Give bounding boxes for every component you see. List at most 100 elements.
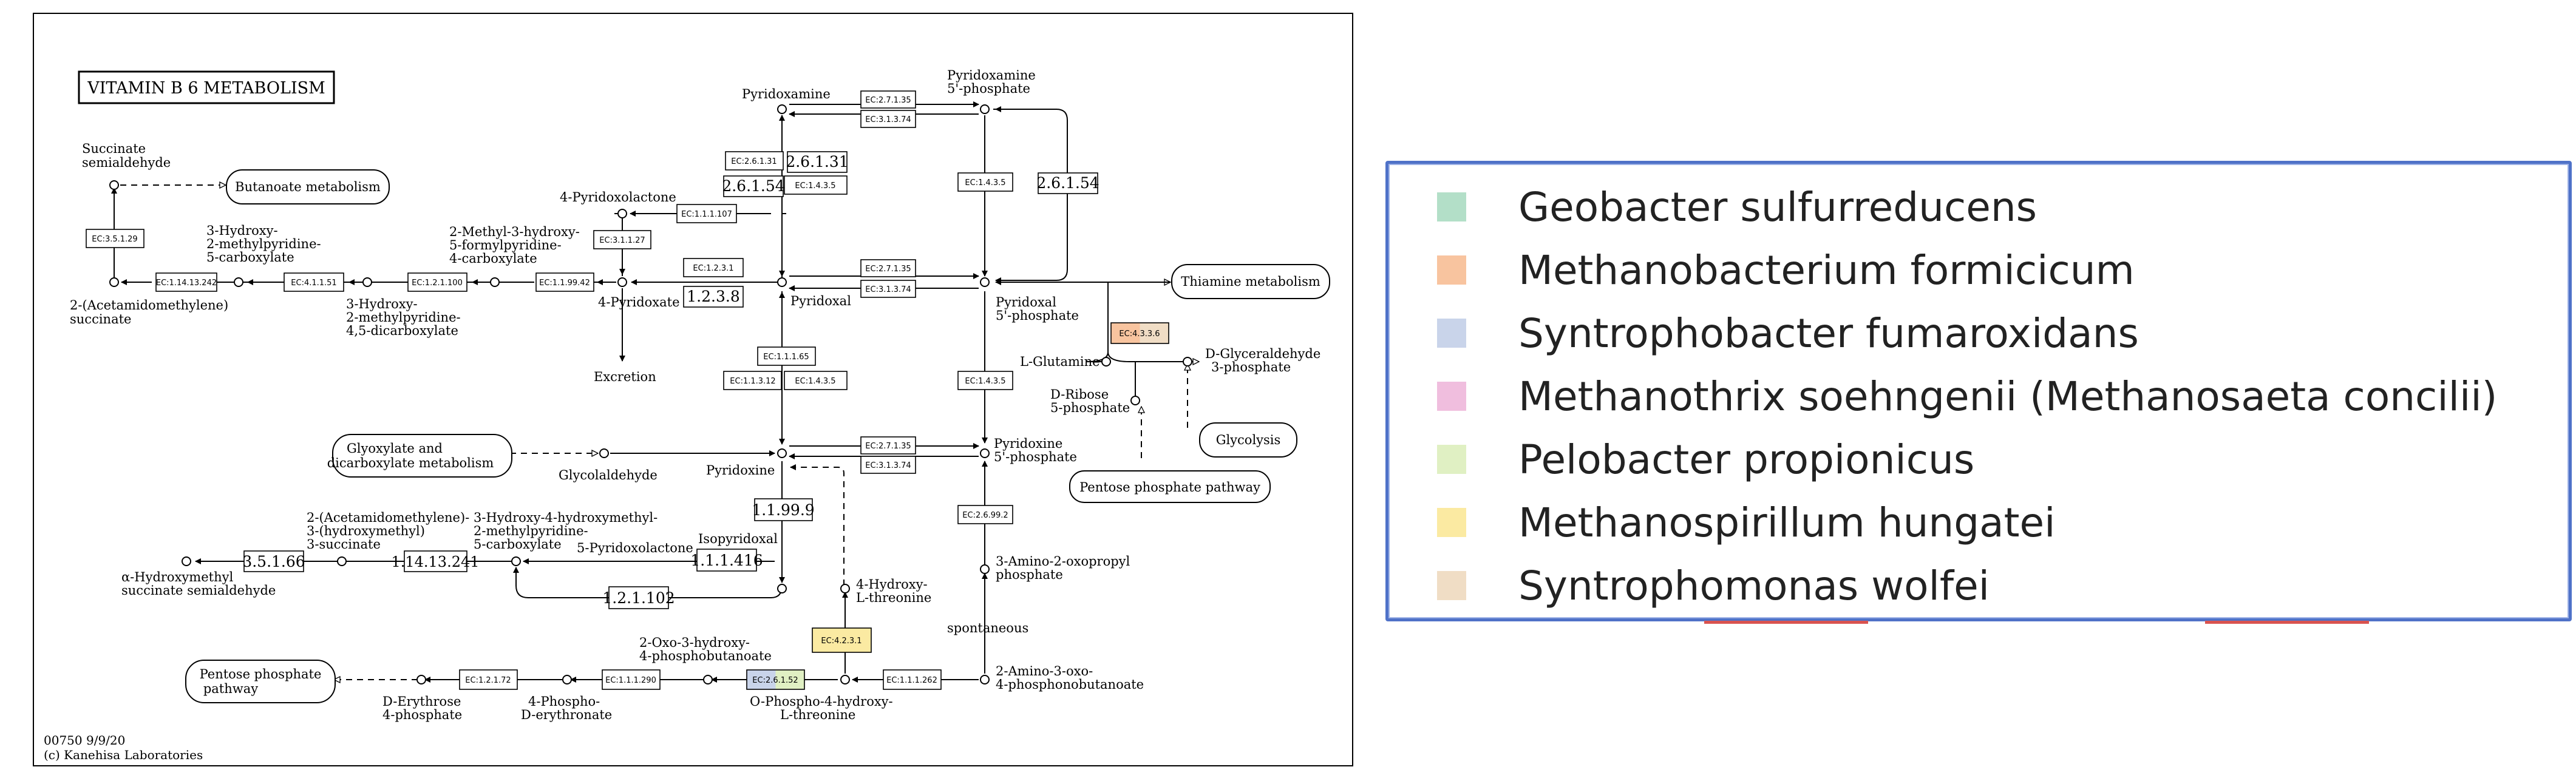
enzyme-1-1-99-42[interactable]: EC:1.1.99.42 [539, 279, 590, 288]
enzyme-1-2-1-100[interactable]: EC:1.2.1.100 [412, 279, 463, 288]
cpd-l-glutamine[interactable]: L-Glutamine [1020, 354, 1100, 369]
cpd-phospho-hydroxy-threonine-1[interactable]: O-Phospho-4-hydroxy- [750, 694, 893, 709]
enzyme-3-1-3-74-b[interactable]: EC:3.1.3.74 [865, 285, 911, 294]
pathway-ppp-left-2[interactable]: pathway [203, 681, 258, 696]
enzyme-1-1-3-12[interactable]: EC:1.1.3.12 [730, 377, 775, 386]
cpd-acetamidomethylene-hm-succinate-1[interactable]: 2-(Acetamidomethylene)- [307, 510, 469, 525]
cpd-acetamidomethylene-hm-succinate-3[interactable]: 3-succinate [307, 537, 381, 552]
cpd-amino-oxo-phosphobutanoate-2[interactable]: 4-phosphonobutanoate [996, 677, 1144, 692]
enzyme-4-1-1-51[interactable]: EC:4.1.1.51 [291, 279, 336, 288]
cpd-pyridoxamine-5p-2[interactable]: 5'-phosphate [947, 81, 1030, 96]
enzyme-2-6-1-54-b[interactable]: 2.6.1.54 [1036, 174, 1099, 192]
legend-item-methanospirillum: Methanospirillum hungatei [1437, 495, 2055, 550]
enzyme-1-4-3-5-d[interactable]: EC:1.4.3.5 [965, 377, 1005, 386]
cpd-hh-carboxylate-1[interactable]: 3-Hydroxy-4-hydroxymethyl- [474, 510, 658, 525]
enzyme-3-1-3-74-c[interactable]: EC:3.1.3.74 [865, 461, 911, 470]
cpd-hmp-dicarboxylate-1[interactable]: 3-Hydroxy- [346, 297, 418, 311]
enzyme-2-6-1-31[interactable]: 2.6.1.31 [786, 153, 848, 171]
enzyme-1-4-3-5-a[interactable]: EC:1.4.3.5 [795, 181, 835, 191]
enzyme-1-14-13-242[interactable]: EC:1.14.13.242 [156, 279, 217, 288]
enzyme-2-7-1-35-a[interactable]: EC:2.7.1.35 [865, 96, 911, 105]
cpd-erythrose-4p-1[interactable]: D-Erythrose [382, 694, 461, 709]
cpd-hmp-dicarboxylate-3[interactable]: 4,5-dicarboxylate [346, 323, 458, 338]
cpd-phospho-erythronate-1[interactable]: 4-Phospho- [528, 694, 600, 709]
cpd-glycolaldehyde[interactable]: Glycolaldehyde [559, 468, 658, 482]
cpd-pyridoxamine[interactable]: Pyridoxamine [742, 87, 831, 101]
cpd-isopyridoxal[interactable]: Isopyridoxal [698, 532, 778, 546]
enzyme-2-6-1-31-ec[interactable]: EC:2.6.1.31 [731, 157, 777, 166]
cpd-phospho-hydroxy-threonine-2[interactable]: L-threonine [780, 708, 855, 722]
pathway-ppp-left-1[interactable]: Pentose phosphate [200, 667, 322, 681]
enzyme-1-2-3-8[interactable]: 1.2.3.8 [687, 288, 739, 305]
cpd-hmp-carboxylate-2[interactable]: 2-methylpyridine- [206, 237, 321, 251]
enzyme-4-2-3-1[interactable]: EC:4.2.3.1 [821, 637, 861, 646]
cpd-hh-carboxylate-2[interactable]: 2-methylpyridine- [474, 524, 588, 538]
cpd-pyridoxamine-5p-1[interactable]: Pyridoxamine [947, 68, 1036, 83]
enzyme-3-5-1-29[interactable]: EC:3.5.1.29 [92, 235, 137, 244]
enzyme-1-1-1-290[interactable]: EC:1.1.1.290 [605, 676, 656, 685]
cpd-succinate-semialdehyde-1[interactable]: Succinate [82, 141, 146, 156]
cpd-hydroxy-threonine-2[interactable]: L-threonine [856, 590, 931, 605]
pathway-thiamine[interactable]: Thiamine metabolism [1181, 274, 1320, 289]
cpd-oxo-hydroxy-phosphobutanoate-2[interactable]: 4-phosphobutanoate [639, 649, 772, 663]
cpd-acetamidomethylene-hm-succinate-2[interactable]: 3-(hydroxymethyl) [307, 524, 425, 538]
cpd-hm-succinate-semialdehyde-1[interactable]: α-Hydroxymethyl [121, 570, 233, 584]
cpd-pyridoxal[interactable]: Pyridoxal [790, 294, 851, 308]
cpd-pyridoxine[interactable]: Pyridoxine [706, 463, 775, 478]
cpd-erythrose-4p-2[interactable]: 4-phosphate [382, 708, 462, 722]
pathway-glyoxylate-2[interactable]: dicarboxylate metabolism [327, 456, 494, 470]
cpd-oxo-hydroxy-phosphobutanoate-1[interactable]: 2-Oxo-3-hydroxy- [639, 635, 750, 650]
enzyme-1-4-3-5-c[interactable]: EC:1.4.3.5 [795, 377, 835, 386]
pathway-glyoxylate-1[interactable]: Glyoxylate and [347, 441, 443, 456]
enzyme-1-2-1-102[interactable]: 1.2.1.102 [602, 589, 675, 607]
cpd-pyridoxal-5p-1[interactable]: Pyridoxal [996, 295, 1056, 309]
cpd-formylpyridine-1[interactable]: 2-Methyl-3-hydroxy- [449, 225, 580, 239]
cpd-amino-oxopropyl-1[interactable]: 3-Amino-2-oxopropyl [996, 554, 1130, 569]
enzyme-1-4-3-5-b[interactable]: EC:1.4.3.5 [965, 178, 1005, 188]
cpd-pyridoxolactone[interactable]: 4-Pyridoxolactone [560, 190, 676, 204]
cpd-amino-oxo-phosphobutanoate-1[interactable]: 2-Amino-3-oxo- [996, 664, 1093, 678]
cpd-five-pyridoxolactone[interactable]: 5-Pyridoxolactone [577, 541, 693, 555]
cpd-acetamidomethylene-succinate-1[interactable]: 2-(Acetamidomethylene) [70, 298, 228, 313]
enzyme-1-1-1-262[interactable]: EC:1.1.1.262 [886, 676, 937, 685]
enzyme-2-7-1-35-c[interactable]: EC:2.7.1.35 [865, 442, 911, 451]
pathway-glycolysis[interactable]: Glycolysis [1216, 433, 1281, 447]
enzyme-2-7-1-35-b[interactable]: EC:2.7.1.35 [865, 265, 911, 274]
cpd-ribose-5p-1[interactable]: D-Ribose [1050, 387, 1109, 402]
cpd-pyridoxine-5p-1[interactable]: Pyridoxine [994, 436, 1062, 451]
enzyme-2-6-1-52[interactable]: EC:2.6.1.52 [752, 676, 798, 685]
enzyme-4-3-3-6[interactable]: EC:4.3.3.6 [1119, 329, 1160, 339]
cpd-ribose-5p-2[interactable]: 5-phosphate [1050, 400, 1130, 415]
enzyme-1-1-1-107[interactable]: EC:1.1.1.107 [681, 210, 732, 219]
cpd-succinate-semialdehyde-2[interactable]: semialdehyde [82, 155, 171, 170]
enzyme-1-1-1-416[interactable]: 1.1.1.416 [690, 552, 763, 569]
enzyme-1-1-1-65[interactable]: EC:1.1.1.65 [763, 353, 809, 362]
cpd-hmp-dicarboxylate-2[interactable]: 2-methylpyridine- [346, 310, 461, 325]
cpd-hm-succinate-semialdehyde-2[interactable]: succinate semialdehyde [121, 583, 276, 598]
cpd-pyridoxine-5p-2[interactable]: 5'-phosphate [994, 450, 1077, 464]
enzyme-1-2-1-72[interactable]: EC:1.2.1.72 [465, 676, 511, 685]
enzyme-3-1-1-27[interactable]: EC:3.1.1.27 [599, 236, 645, 245]
pathway-butanoate[interactable]: Butanoate metabolism [235, 180, 381, 194]
enzyme-2-6-99-2[interactable]: EC:2.6.99.2 [962, 511, 1008, 520]
enzyme-1-2-3-1[interactable]: EC:1.2.3.1 [693, 264, 733, 273]
cpd-formylpyridine-3[interactable]: 4-carboxylate [449, 251, 537, 266]
cpd-glyceraldehyde-3p-1[interactable]: D-Glyceraldehyde [1205, 346, 1320, 361]
enzyme-3-1-3-74-a[interactable]: EC:3.1.3.74 [865, 115, 911, 124]
cpd-hmp-carboxylate-1[interactable]: 3-Hydroxy- [206, 223, 278, 238]
cpd-pyridoxate[interactable]: 4-Pyridoxate [598, 295, 680, 309]
enzyme-1-14-13-241[interactable]: 1.14.13.241 [391, 553, 479, 570]
enzyme-2-6-1-54[interactable]: 2.6.1.54 [722, 177, 784, 195]
cpd-hh-carboxylate-3[interactable]: 5-carboxylate [474, 537, 562, 552]
cpd-phospho-erythronate-2[interactable]: D-erythronate [521, 708, 612, 722]
cpd-hydroxy-threonine-1[interactable]: 4-Hydroxy- [856, 577, 928, 592]
cpd-glyceraldehyde-3p-2[interactable]: 3-phosphate [1211, 360, 1291, 374]
cpd-pyridoxal-5p-2[interactable]: 5'-phosphate [996, 308, 1079, 323]
cpd-acetamidomethylene-succinate-2[interactable]: succinate [70, 312, 131, 326]
enzyme-3-5-1-66[interactable]: 3.5.1.66 [242, 553, 305, 570]
cpd-formylpyridine-2[interactable]: 5-formylpyridine- [449, 238, 562, 252]
cpd-amino-oxopropyl-2[interactable]: phosphate [996, 567, 1063, 582]
cpd-hmp-carboxylate-3[interactable]: 5-carboxylate [206, 250, 294, 265]
enzyme-1-1-99-9[interactable]: 1.1.99.9 [752, 501, 814, 519]
pathway-ppp-right[interactable]: Pentose phosphate pathway [1079, 480, 1260, 495]
